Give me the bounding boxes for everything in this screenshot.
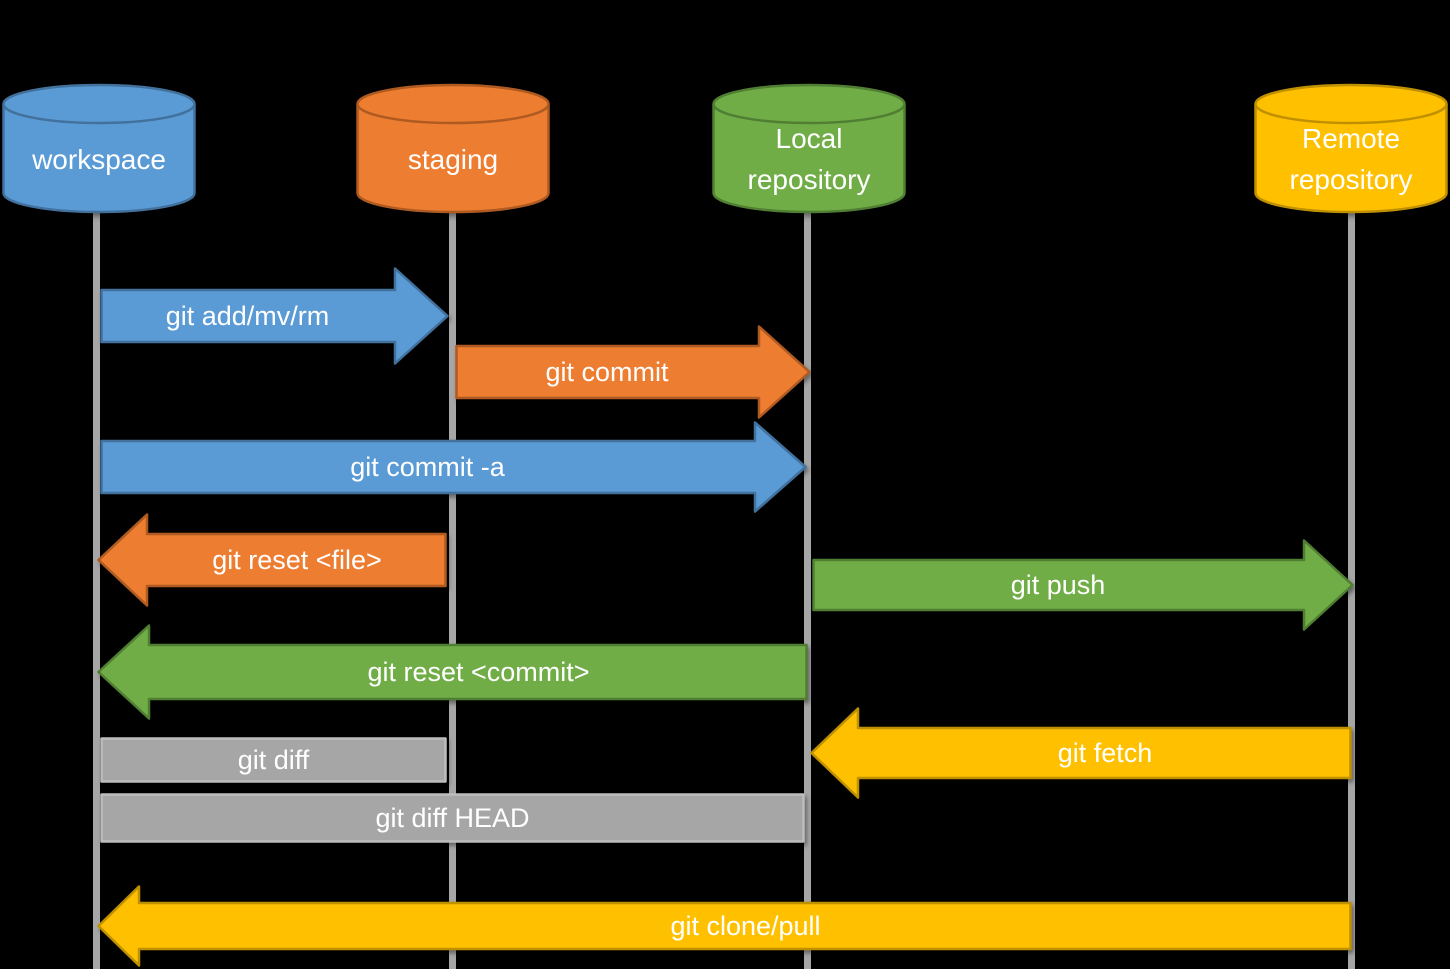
arrow-label: git commit (545, 356, 669, 387)
arrow-git-fetch: git fetch (810, 707, 1352, 799)
bar-git-diff: git diff (100, 737, 447, 783)
bar-git-diff-head: git diff HEAD (100, 793, 805, 843)
database-cylinder-icon (2, 83, 196, 214)
workspace-node: workspace (1, 83, 197, 215)
database-cylinder-icon (1254, 83, 1448, 214)
arrow-label: git diff (237, 744, 310, 775)
arrow-label: git commit -a (350, 451, 505, 482)
node-label: Remote repository (1289, 123, 1413, 195)
local-repo-lifeline (804, 205, 811, 969)
database-cylinder-icon (356, 83, 550, 214)
arrow-git-push: git push (812, 539, 1354, 631)
arrow-label: git diff HEAD (375, 802, 530, 833)
arrow-label: git clone/pull (670, 910, 821, 941)
arrow-label: git fetch (1057, 737, 1153, 768)
arrow-label: git add/mv/rm (165, 300, 330, 331)
node-label: staging (407, 143, 499, 175)
staging-node: staging (355, 83, 551, 215)
arrow-git-commit-a: git commit -a (100, 421, 807, 513)
staging-lifeline (449, 205, 456, 969)
node-label: workspace (32, 143, 166, 175)
arrow-git-commit: git commit (455, 325, 811, 419)
local-repository-node: Local repository (711, 83, 907, 215)
arrow-label: git reset <commit> (367, 656, 590, 687)
node-label: Local repository (747, 123, 871, 195)
arrow-git-reset-commit: git reset <commit> (97, 624, 808, 720)
database-cylinder-icon (712, 83, 906, 214)
workspace-lifeline (93, 205, 100, 969)
arrow-git-add-mv-rm: git add/mv/rm (100, 267, 449, 365)
arrow-label: git reset <file> (212, 544, 382, 575)
arrow-label: git push (1010, 569, 1106, 600)
arrow-git-clone-pull: git clone/pull (97, 885, 1352, 967)
remote-repository-node: Remote repository (1253, 83, 1449, 215)
arrow-git-reset-file: git reset <file> (97, 513, 447, 607)
